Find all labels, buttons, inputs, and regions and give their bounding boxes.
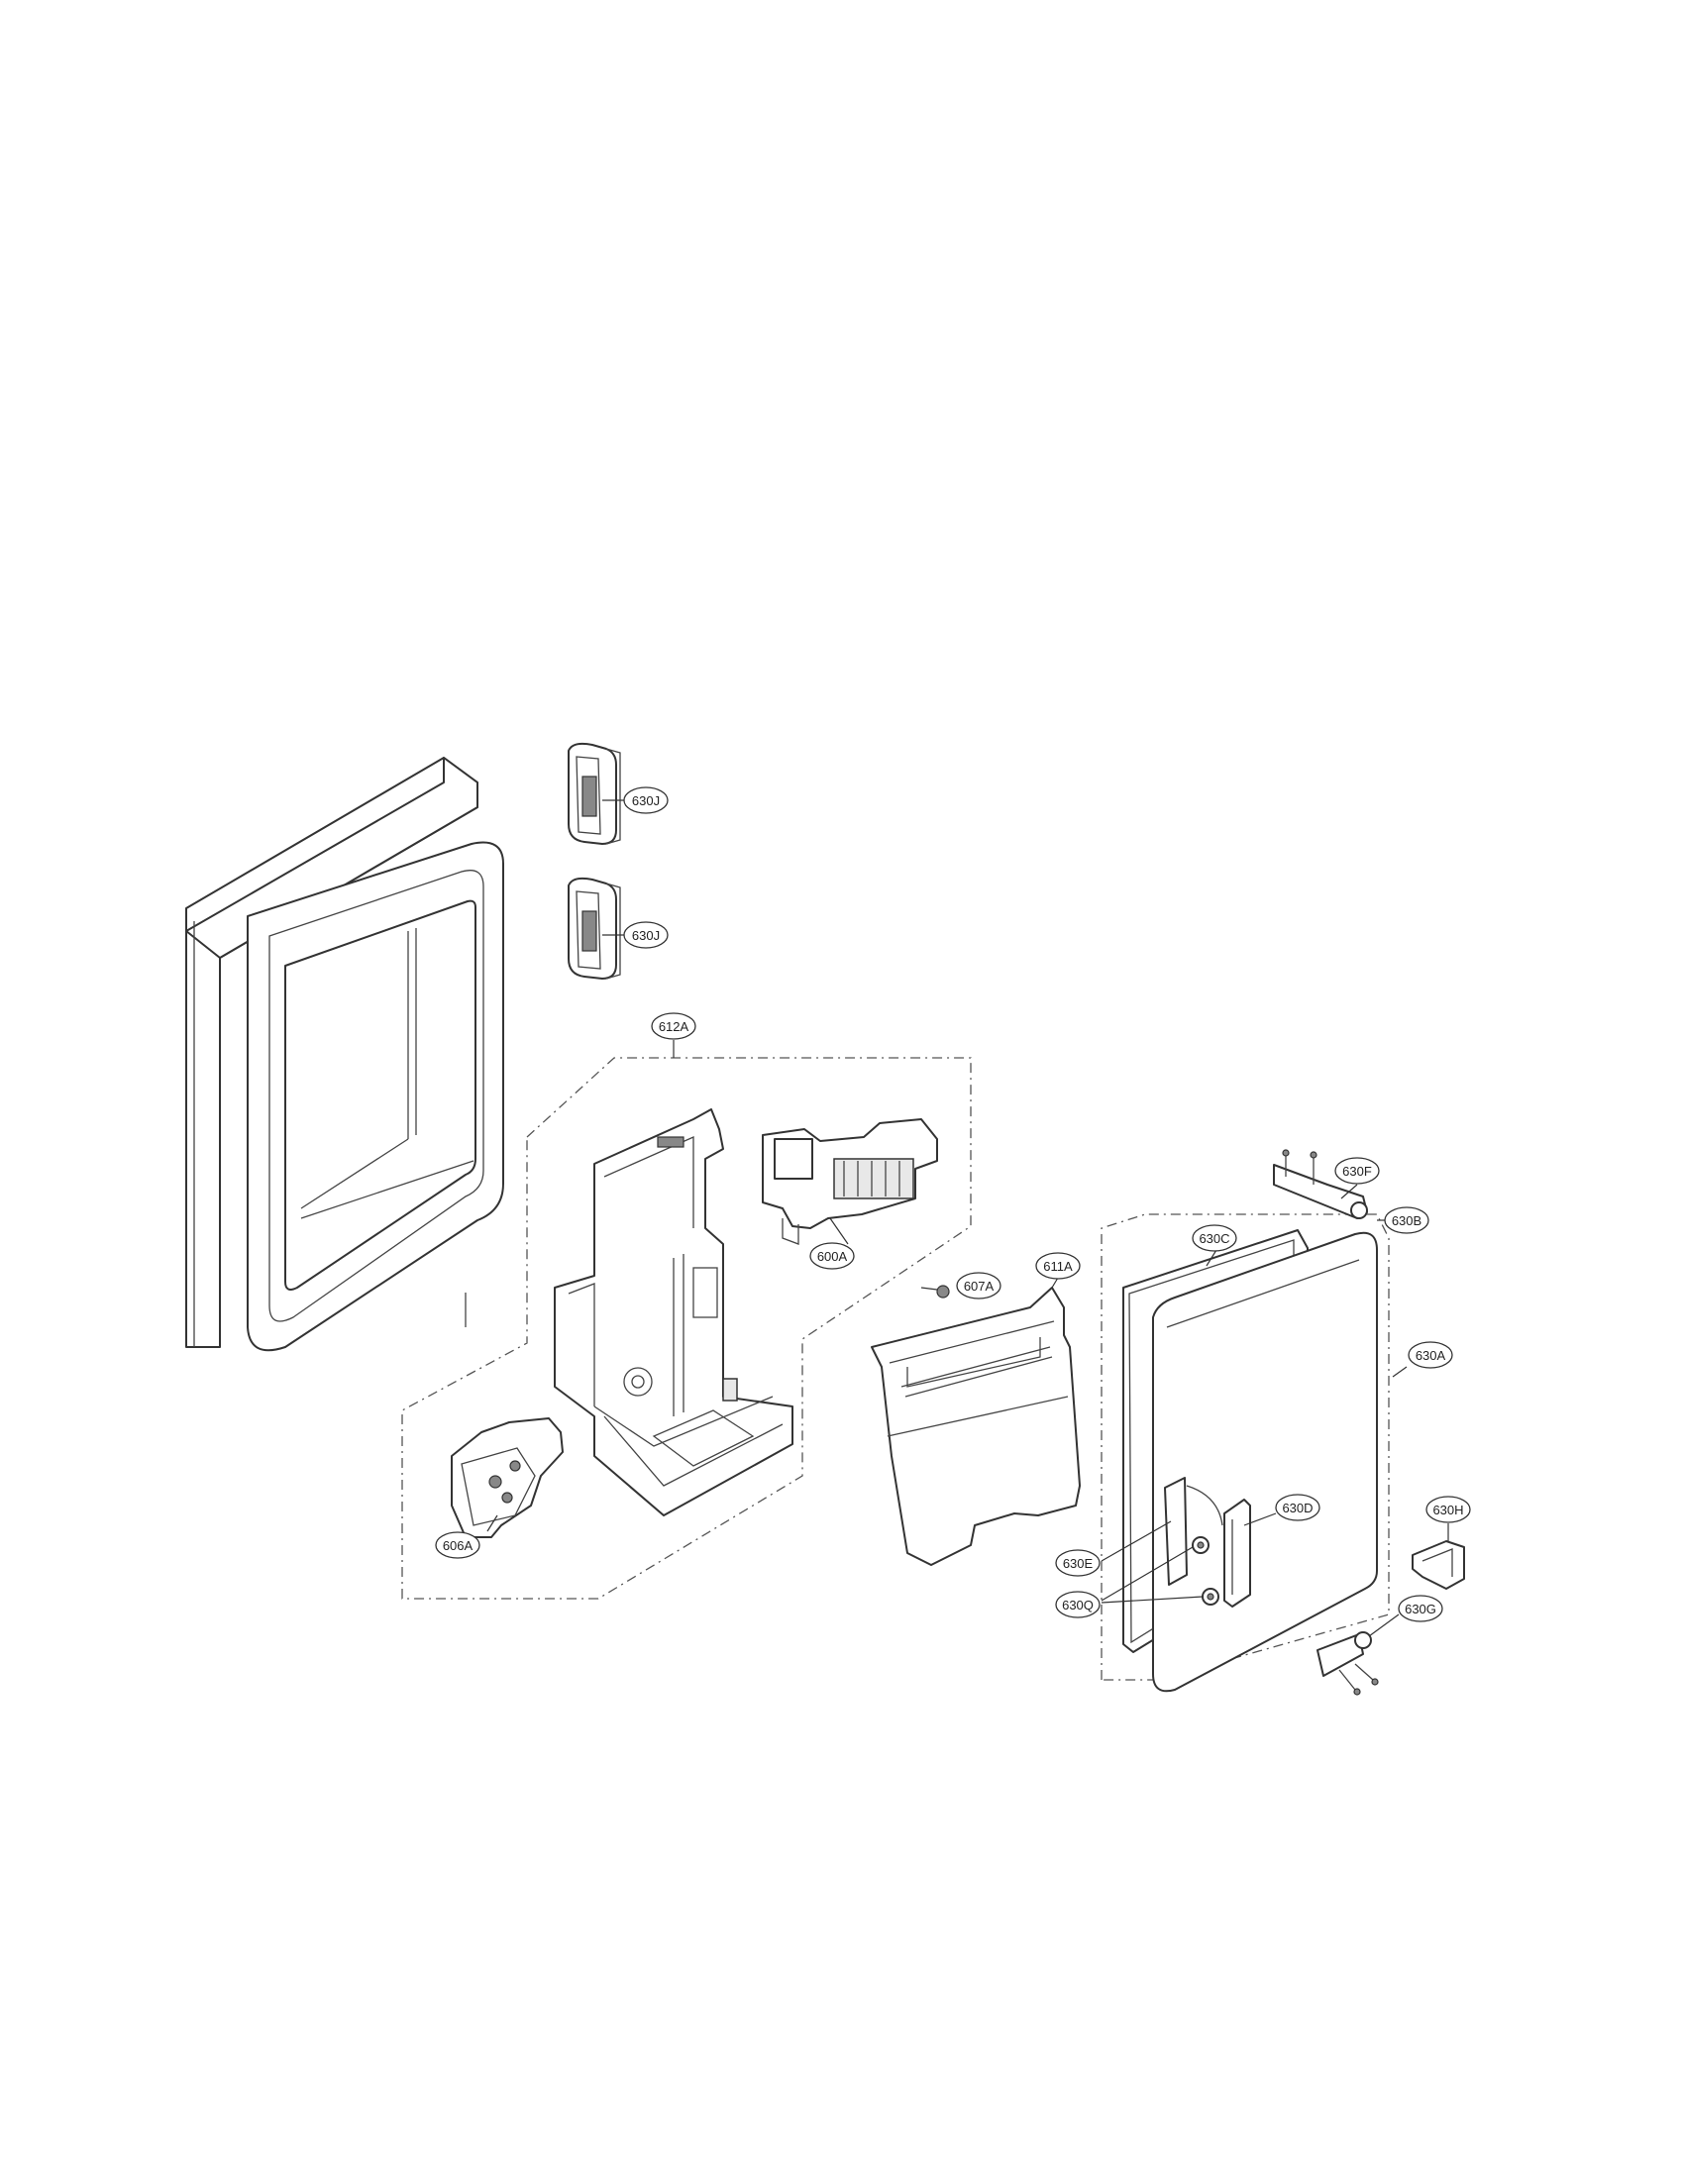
svg-text:630H: 630H: [1432, 1503, 1463, 1517]
label-630b: 630B: [1384, 1206, 1429, 1234]
gasket-630j-upper: [568, 742, 621, 845]
ice-maker-600a: [762, 1118, 938, 1245]
svg-text:630G: 630G: [1405, 1602, 1436, 1616]
label-630e: 630E: [1055, 1549, 1101, 1577]
screw-607a: [920, 1285, 950, 1299]
bracket-606a: [451, 1417, 564, 1538]
label-611a: 611A: [1035, 1252, 1081, 1280]
svg-text:611A: 611A: [1043, 1259, 1073, 1274]
hinge-630d: [1223, 1499, 1251, 1608]
svg-text:630J: 630J: [632, 793, 660, 808]
svg-text:630E: 630E: [1063, 1556, 1094, 1571]
label-630h: 630H: [1425, 1496, 1471, 1523]
label-612a: 612A: [651, 1012, 696, 1040]
label-600a: 600A: [809, 1242, 855, 1270]
svg-text:607A: 607A: [964, 1279, 995, 1294]
label-630q: 630Q: [1055, 1591, 1101, 1618]
label-630c: 630C: [1192, 1224, 1237, 1252]
label-606a: 606A: [435, 1531, 480, 1559]
gasket-630j-lower: [568, 877, 621, 980]
svg-text:612A: 612A: [659, 1019, 689, 1034]
door-panel: [185, 757, 504, 1352]
svg-text:630J: 630J: [632, 928, 660, 943]
hinge-630e: [1164, 1477, 1223, 1586]
door-outer-panel: [1152, 1231, 1378, 1693]
svg-text:630Q: 630Q: [1062, 1598, 1094, 1612]
label-607a: 607A: [956, 1272, 1001, 1300]
svg-text:630B: 630B: [1392, 1213, 1421, 1228]
hinge-630f: [1273, 1149, 1368, 1219]
assembly-boundary-612a: [401, 1057, 972, 1600]
svg-text:630C: 630C: [1199, 1231, 1229, 1246]
dispenser-housing: [554, 1108, 793, 1516]
label-630j-lower: 630J: [623, 921, 669, 949]
label-630d: 630D: [1275, 1494, 1320, 1521]
leader-lines: [486, 799, 1449, 1637]
label-630a: 630A: [1408, 1341, 1453, 1369]
hinge-630g: [1316, 1631, 1379, 1696]
svg-text:630F: 630F: [1342, 1164, 1372, 1179]
label-630j-upper: 630J: [623, 786, 669, 814]
svg-text:600A: 600A: [817, 1249, 848, 1264]
part-630h: [1412, 1540, 1465, 1590]
label-630g: 630G: [1398, 1595, 1443, 1622]
svg-text:630D: 630D: [1282, 1501, 1313, 1515]
svg-text:606A: 606A: [443, 1538, 474, 1553]
svg-text:630A: 630A: [1416, 1348, 1446, 1363]
cover-611a: [871, 1287, 1081, 1566]
label-630f: 630F: [1334, 1157, 1380, 1185]
screws-630q: [1192, 1536, 1219, 1606]
